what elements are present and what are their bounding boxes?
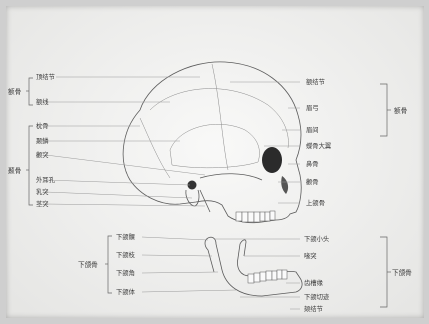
upper-teeth [236, 211, 275, 222]
nasal-shape [281, 176, 288, 194]
label-frontal-line: 额线 [36, 97, 49, 106]
label-occipital: 枕骨 [36, 121, 49, 130]
label-condyle: 下颌髁 [116, 232, 136, 241]
group-label-frontal-right: 额骨 [394, 106, 408, 115]
label-mandibular-notch: 下颌切迹 [304, 292, 330, 301]
label-mental-tubercle: 颏结节 [304, 304, 323, 313]
label-temporal-squama: 颞鳞 [36, 136, 49, 145]
group-label-mandible-left: 下颌骨 [78, 260, 98, 269]
label-ramus: 下颌枝 [116, 250, 136, 259]
cranium-outline [123, 62, 301, 223]
label-mandible-angle: 下颌角 [116, 268, 135, 277]
label-sphenoid-wing: 蝶骨大翼 [306, 141, 332, 150]
coronal-suture [212, 64, 228, 170]
label-frontal-tuber: 额结节 [306, 77, 325, 86]
skull-illustration [123, 62, 302, 296]
label-brow-ridge: 眉弓 [306, 104, 319, 112]
group-label-temporal: 颞骨 [8, 167, 22, 175]
zygomatic-arch-shape [200, 174, 262, 180]
label-styloid: 茎突 [36, 199, 49, 208]
group-label-frontal-left: 额骨 [8, 87, 22, 96]
label-external-ear: 外耳孔 [36, 175, 56, 184]
orbit-shape [262, 147, 282, 173]
label-zygomatic: 颧骨 [306, 177, 319, 186]
lower-teeth [248, 270, 287, 283]
label-condyle-head: 下颌小头 [304, 234, 329, 243]
temporal-line [150, 89, 288, 148]
label-mandible-body: 下颌体 [116, 287, 136, 296]
mandible-outline [208, 237, 302, 296]
temporal-squama [170, 124, 259, 168]
label-coronoid: 喙突 [304, 251, 317, 260]
brackets [26, 78, 391, 307]
group-label-mandible-right: 下颌骨 [392, 268, 412, 277]
label-maxilla: 上颌骨 [306, 198, 325, 207]
label-mastoid: 乳突 [36, 187, 49, 196]
label-nasal: 鼻骨 [306, 159, 319, 168]
mandible-ramus [205, 238, 214, 272]
label-parietal-tuber: 顶结节 [36, 72, 55, 81]
label-glabella: 眉间 [306, 126, 319, 134]
label-zygomatic-process: 颧突 [36, 150, 49, 159]
lambdoid-suture [140, 118, 170, 178]
label-alveolar: 齿槽缘 [304, 278, 324, 287]
